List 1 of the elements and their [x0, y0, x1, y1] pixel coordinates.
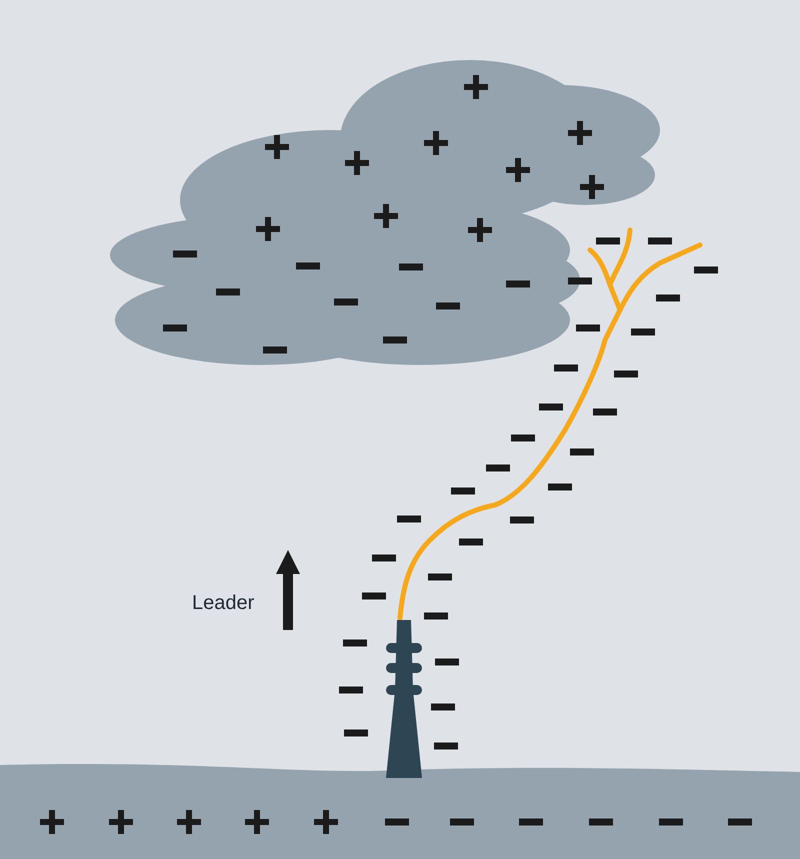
arrow-label: Leader [192, 592, 254, 615]
